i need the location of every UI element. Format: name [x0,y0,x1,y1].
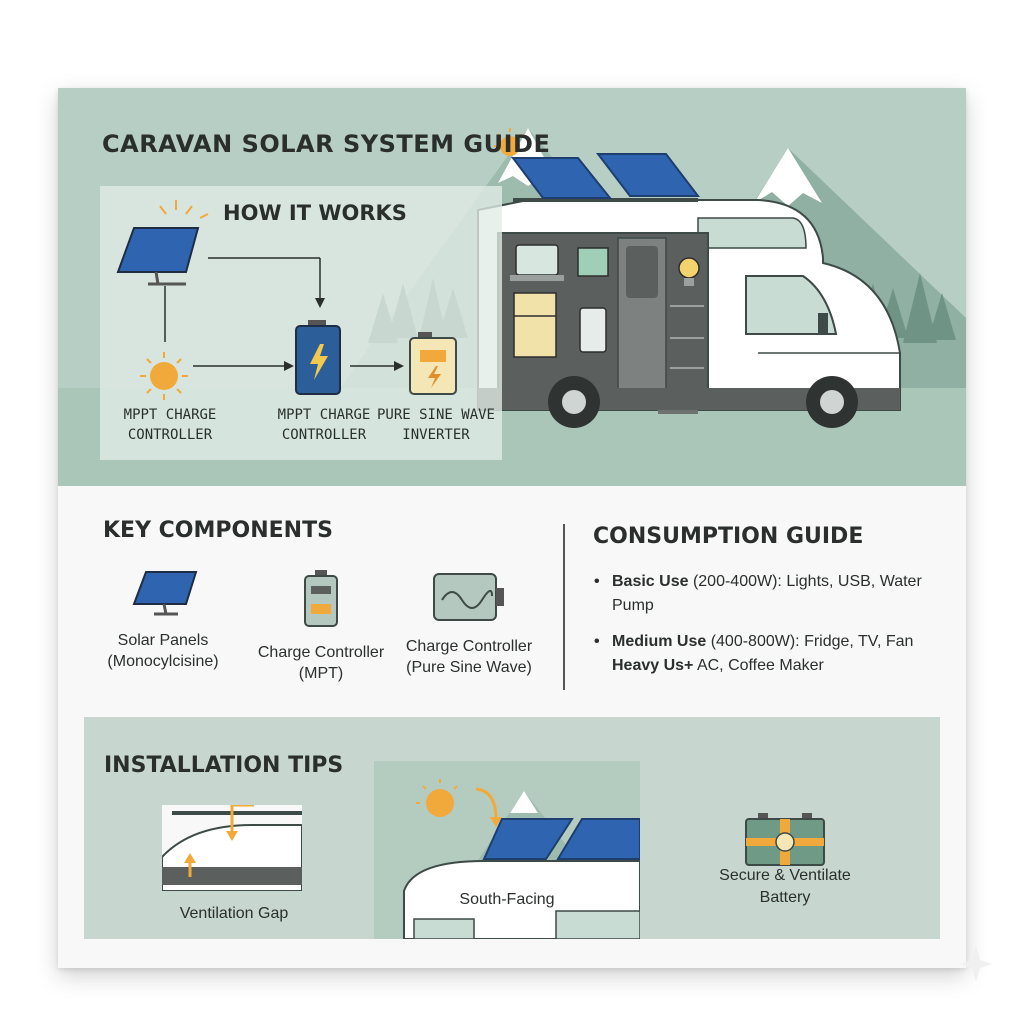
battery-icon [745,813,825,866]
installation-section: INSTALLATION TIPS [84,717,940,939]
component-label: Charge Controller [257,644,385,661]
component-sublabel: (MPT) [298,665,344,682]
usage-detail: (200-400W): Lights, USB, Water Pump [612,573,922,614]
component-solar-panels: Solar Panels (Monocylcisine) [88,570,238,672]
installation-tips-title: INSTALLATION TIPS [104,753,344,778]
usage-level: Basic Use [612,573,689,590]
component-charge-controller-mppt: Charge Controller (MPT) [246,568,396,684]
usage-level: Medium Use [612,633,707,650]
usage-medium: Medium Use (400-800W): Fridge, TV, Fan H… [594,630,934,678]
sparkle-icon [960,946,992,982]
tip-south-facing: South-Facing [459,891,555,908]
inverter-icon [409,332,457,395]
consumption-list: Basic Use (200-400W): Lights, USB, Water… [594,570,934,690]
component-sublabel: (Pure Sine Wave) [406,659,532,676]
charge-controller-icon [304,570,338,627]
component-sublabel: (Monocylcisine) [107,653,219,670]
ventilation-gap-illustration [162,805,302,891]
sun-rays-icon [159,200,209,219]
usage-detail-heavy: AC, Coffee Maker [693,657,824,674]
sun-icon [140,352,188,400]
hero-section: CARAVAN SOLAR SYSTEM GUIDE HOW IT WORKS [58,88,966,486]
usage-detail: (400-800W): Fridge, TV, Fan [706,633,914,650]
solar-panel-icon [116,227,200,286]
how-it-works-title: HOW IT WORKS [223,201,407,225]
key-components-title: KEY COMPONENTS [103,518,333,543]
battery-icon [295,320,341,395]
solar-panel-icon [132,571,198,616]
section-divider [563,524,565,690]
page-title: CARAVAN SOLAR SYSTEM GUIDE [102,130,551,158]
tip-ventilation-gap: Ventilation Gap [179,905,289,922]
south-facing-illustration [374,761,640,939]
component-charge-controller-sine: Charge Controller (Pure Sine Wave) [394,572,544,678]
flow-diagram [116,200,457,400]
consumption-guide-title: CONSUMPTION GUIDE [593,524,864,549]
component-label: Charge Controller [405,638,533,655]
infographic-card: CARAVAN SOLAR SYSTEM GUIDE HOW IT WORKS [58,88,966,968]
inverter-icon [433,573,504,621]
usage-level-heavy: Heavy Us+ [612,657,694,674]
usage-basic: Basic Use (200-400W): Lights, USB, Water… [594,570,934,618]
component-label: Solar Panels [117,632,209,649]
